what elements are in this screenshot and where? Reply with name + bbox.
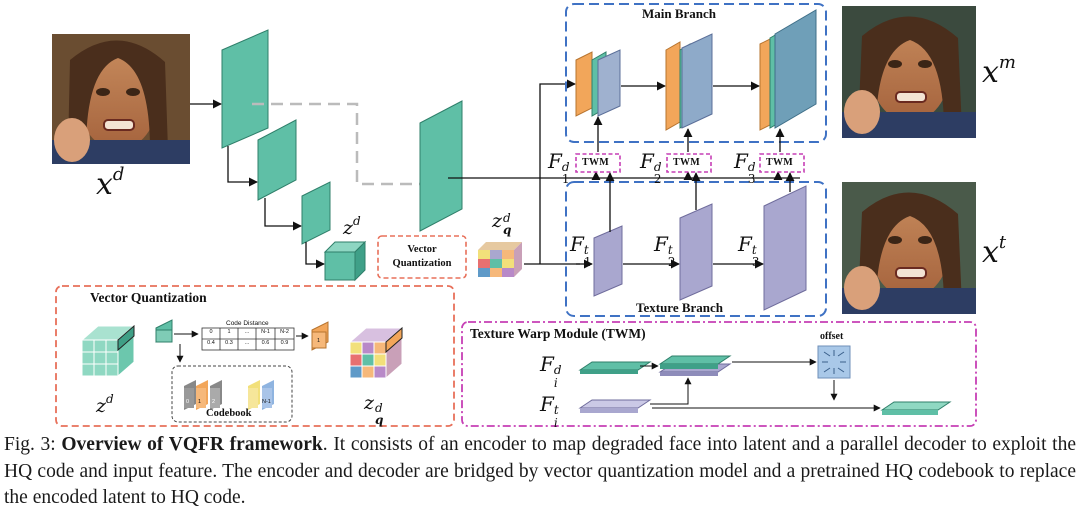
- vq-panel-z-d: zd: [96, 392, 114, 417]
- texture-branch-blocks: [593, 185, 807, 311]
- twm-panel-box: [461, 321, 977, 427]
- skip-connection-dashed: [252, 102, 420, 186]
- main-branch-blocks: [575, 9, 817, 131]
- zq-arrows: [524, 79, 593, 269]
- dist-h-2: ...: [244, 329, 250, 335]
- vq-panel-arrows: [174, 330, 309, 363]
- main-branch-arrows: [593, 81, 785, 152]
- label-F2-d: F d 2: [640, 149, 662, 186]
- label-x-t: xt: [982, 232, 1007, 270]
- code-distance-header: 0 1 ... N-1 N-2: [202, 329, 294, 335]
- codebook-num-n1: N-1: [262, 399, 271, 405]
- codebook-num-1: 1: [198, 399, 202, 405]
- dist-v-0: 0.4: [207, 340, 215, 346]
- label-z-d: zd: [343, 214, 361, 239]
- output-main-face-image: [842, 6, 976, 138]
- vq-panel-zq-cube: [348, 326, 404, 380]
- offset-label: offset: [820, 331, 844, 342]
- vq-small-box: [377, 235, 467, 279]
- input-degraded-face-image: [52, 34, 190, 164]
- dist-v-1: 0.3: [225, 340, 233, 346]
- vqfr-framework-figure: [52, 3, 977, 427]
- selected-code-num: 1: [317, 338, 321, 344]
- caption-rest: . It consists of an encoder to map degra…: [4, 434, 1077, 508]
- dist-v-3: 0.6: [261, 340, 270, 346]
- vq-small-label: Vector Quantization: [392, 244, 452, 269]
- encoder-arrows: [190, 99, 325, 269]
- twm-label-1: TWM: [582, 157, 610, 168]
- code-distance-table: [201, 327, 295, 351]
- main-branch-title: Main Branch: [642, 6, 717, 21]
- twm-boxes: [575, 153, 805, 173]
- twm-panel-title: Texture Warp Module (TWM): [470, 326, 646, 341]
- figure-caption: Fig. 3: Overview of VQFR framework. It c…: [4, 432, 1076, 512]
- dist-h-3: N-1: [261, 329, 270, 335]
- dist-h-4: N-2: [280, 329, 289, 335]
- label-x-m: xm: [982, 52, 1016, 90]
- twm-panel-arrows: [640, 358, 881, 412]
- caption-bold: Overview of VQFR framework: [61, 434, 323, 455]
- feature-lines: [448, 171, 800, 181]
- vq-panel-box: [55, 285, 455, 427]
- codebook-entries: [184, 380, 274, 410]
- label-Fi-d: F d i: [540, 352, 562, 390]
- bridge-block: [419, 100, 463, 232]
- selected-code-vector: [311, 321, 329, 351]
- dist-v-4: 0.9: [280, 340, 289, 346]
- twm-label-3: TWM: [766, 157, 794, 168]
- label-z-q: z d q: [492, 210, 512, 237]
- vq-panel-zd-cube: [80, 324, 136, 378]
- twm-label-2: TWM: [673, 157, 701, 168]
- caption-prefix: Fig. 3:: [4, 434, 62, 455]
- output-texture-face-image: [842, 182, 976, 314]
- code-distance-label: Code Distance: [226, 320, 269, 327]
- label-F1-t: F t 1: [570, 232, 592, 269]
- dist-v-2: ...: [244, 340, 250, 346]
- codebook-num-2: 2: [212, 399, 216, 405]
- encoder-blocks: [221, 29, 367, 282]
- zq-codebook-cube: [478, 242, 522, 277]
- label-x-d: xd: [96, 164, 125, 202]
- label-F3-t: F t 3: [738, 232, 760, 269]
- vq-panel-z-q: z d q: [364, 392, 384, 427]
- twm-panel-plates: [578, 355, 952, 415]
- label-F3-d: F d 3: [734, 149, 756, 186]
- main-branch-box: [565, 3, 827, 143]
- texture-branch-title: Texture Branch: [636, 300, 724, 315]
- label-F2-t: F t 2: [654, 232, 676, 269]
- codebook-label: Codebook: [206, 408, 252, 419]
- label-Fi-t: F t i: [540, 392, 559, 430]
- dist-h-1: 1: [227, 329, 231, 335]
- texture-branch-arrows: [605, 172, 795, 269]
- label-F1-d: F d 1: [548, 149, 570, 186]
- code-distance-values: 0.4 0.3 ... 0.6 0.9: [202, 340, 294, 346]
- vq-panel-vector: [155, 319, 173, 343]
- dist-h-0: 0: [209, 329, 213, 335]
- vq-panel-title: Vector Quantization: [90, 290, 207, 305]
- offset-field: [817, 345, 851, 379]
- codebook-num-0: 0: [186, 399, 190, 405]
